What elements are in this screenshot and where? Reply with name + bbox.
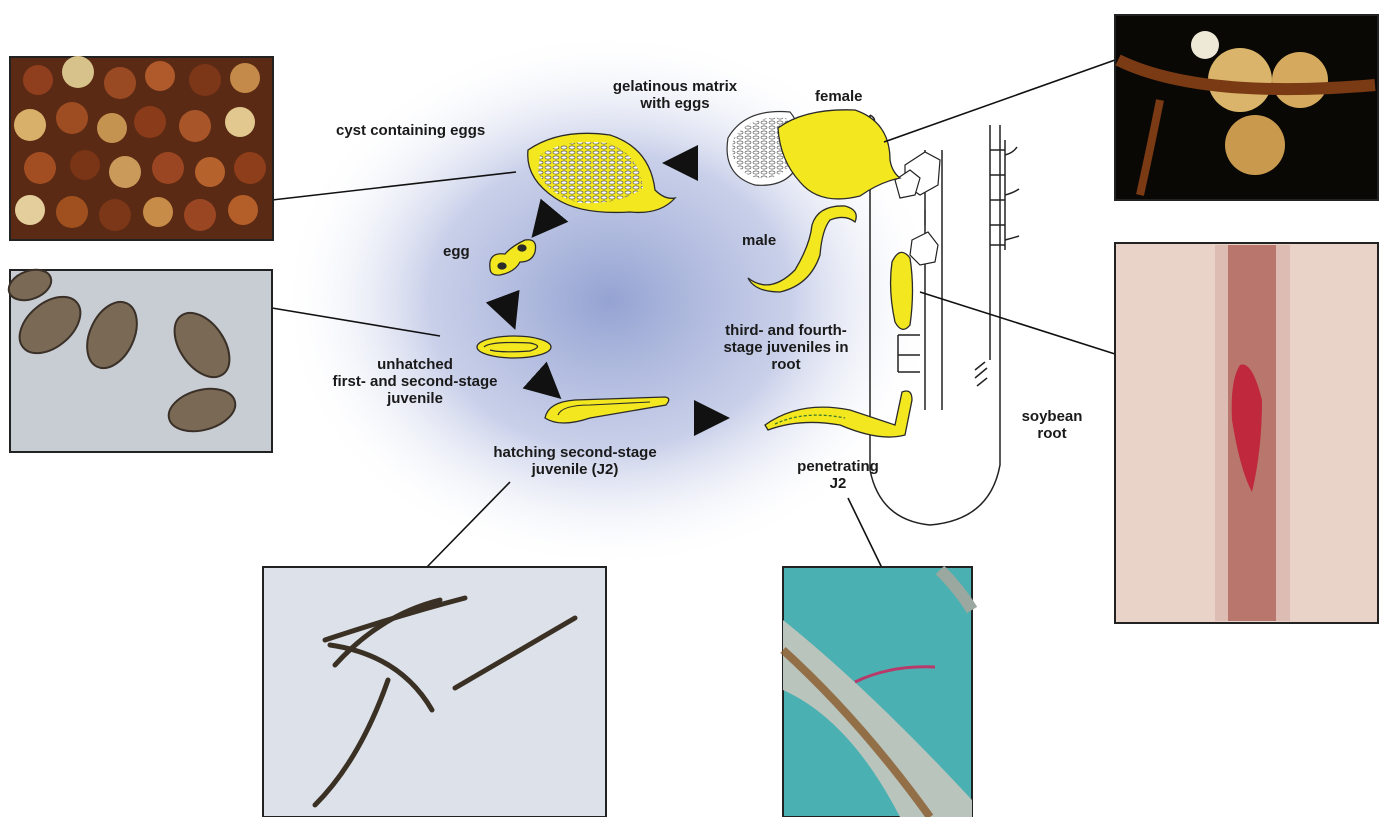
egg-photo	[5, 264, 272, 452]
female-photo	[1115, 15, 1378, 200]
label-gelatinous-matrix: gelatinous matrix with eggs	[600, 78, 750, 112]
root-photo	[1115, 243, 1378, 623]
label-soybean-root: soybean root	[1012, 408, 1092, 442]
label-penetrating-j2: penetrating J2	[778, 458, 898, 492]
penetration-photo	[783, 567, 972, 817]
label-male: male	[742, 232, 776, 249]
label-egg: egg	[443, 243, 470, 260]
unhatched-juvenile	[477, 336, 551, 358]
j2-photo	[263, 567, 606, 817]
cyst-photo	[10, 56, 273, 240]
label-hatching-j2: hatching second-stage juvenile (J2)	[460, 444, 690, 478]
label-female: female	[815, 88, 863, 105]
label-unhatched: unhatched first- and second-stage juveni…	[300, 356, 530, 407]
juvenile-in-root	[891, 252, 913, 329]
label-third-fourth-stage: third- and fourth- stage juveniles in ro…	[696, 322, 876, 373]
label-cyst: cyst containing eggs	[336, 122, 485, 139]
